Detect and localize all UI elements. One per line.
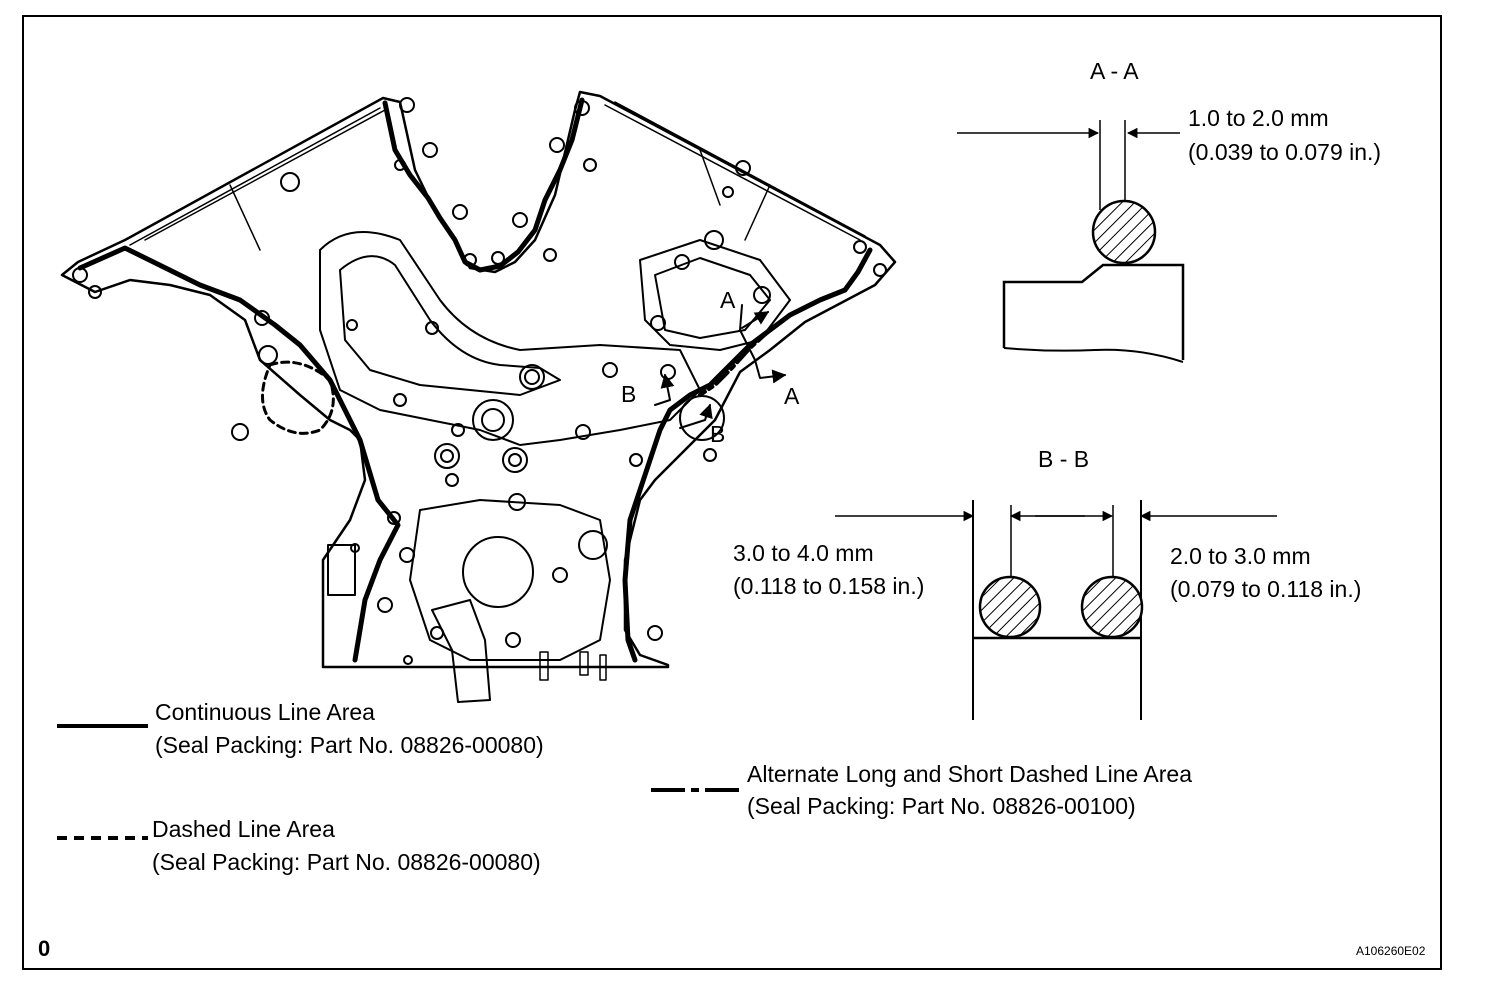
legend-dashed-title: Dashed Line Area [152,816,335,842]
continuous-seal-line-top [382,97,585,273]
seal-bead-bb-left [978,575,1042,639]
legend-alternate-title: Alternate Long and Short Dashed Line Are… [747,761,1192,787]
timing-cover-illustration [60,90,897,703]
seal-bead-bb-right [1080,575,1144,639]
section-bb-right-in: (0.079 to 0.118 in.) [1170,576,1362,602]
legend-alternate-part: (Seal Packing: Part No. 08826-00100) [747,793,1136,819]
section-bb-title: B - B [1038,446,1090,472]
section-bb-left-mm: 3.0 to 4.0 mm [733,540,874,566]
section-line-bb [654,373,675,406]
callout-a-lower: A [784,383,800,409]
legend-continuous-title: Continuous Line Area [155,699,375,725]
dashed-seal-line [261,360,335,435]
section-line-aa [739,304,787,384]
figure-code: A106260E02 [1356,944,1426,958]
legend-dashed-part: (Seal Packing: Part No. 08826-00080) [152,849,541,875]
callout-b-left: B [621,381,637,407]
section-bb-right-mm: 2.0 to 3.0 mm [1170,543,1311,569]
flange-aa [1002,263,1185,360]
section-bb-left-in: (0.118 to 0.158 in.) [733,573,925,599]
legend-continuous-part: (Seal Packing: Part No. 08826-00080) [155,732,544,758]
seal-bead-aa [1091,199,1157,265]
section-aa-dim-in: (0.039 to 0.079 in.) [1188,139,1382,165]
section-aa-dim-mm: 1.0 to 2.0 mm [1188,105,1329,131]
callout-a-upper: A [720,287,736,313]
alternate-dashed-seal-line [698,328,772,397]
callout-b-right: B [710,421,726,447]
corner-mark: 0 [38,936,51,961]
section-bb-detail [835,500,1277,720]
section-aa-detail [957,120,1185,363]
figure-frame [22,15,1442,970]
section-aa-title: A - A [1090,58,1139,84]
continuous-seal-line [77,245,401,663]
